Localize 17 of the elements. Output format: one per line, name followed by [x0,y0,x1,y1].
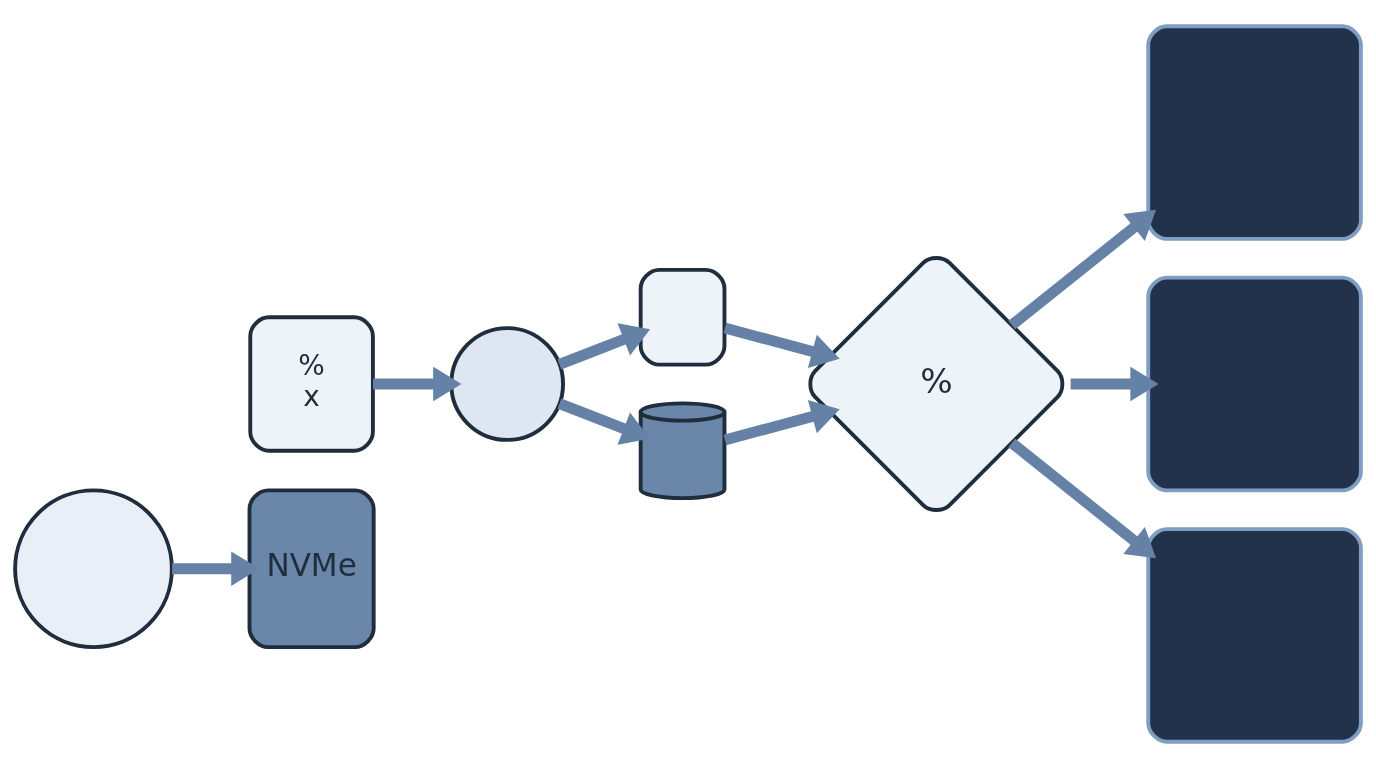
arrow [557,323,651,370]
node-box: % x [248,315,375,453]
arrow [1008,209,1157,330]
node-box [1146,527,1363,744]
node-circle [13,488,174,650]
arrow [1008,438,1157,559]
node-circle [449,326,565,442]
node-box: NVMe [247,488,376,650]
arrow [557,398,651,445]
node-box [638,267,727,367]
arrow [372,366,462,402]
node-box [1146,275,1363,493]
arrow [723,322,840,369]
arrow [723,399,840,446]
node-box [1146,24,1363,241]
arrow [172,551,260,586]
arrow [1070,366,1159,402]
